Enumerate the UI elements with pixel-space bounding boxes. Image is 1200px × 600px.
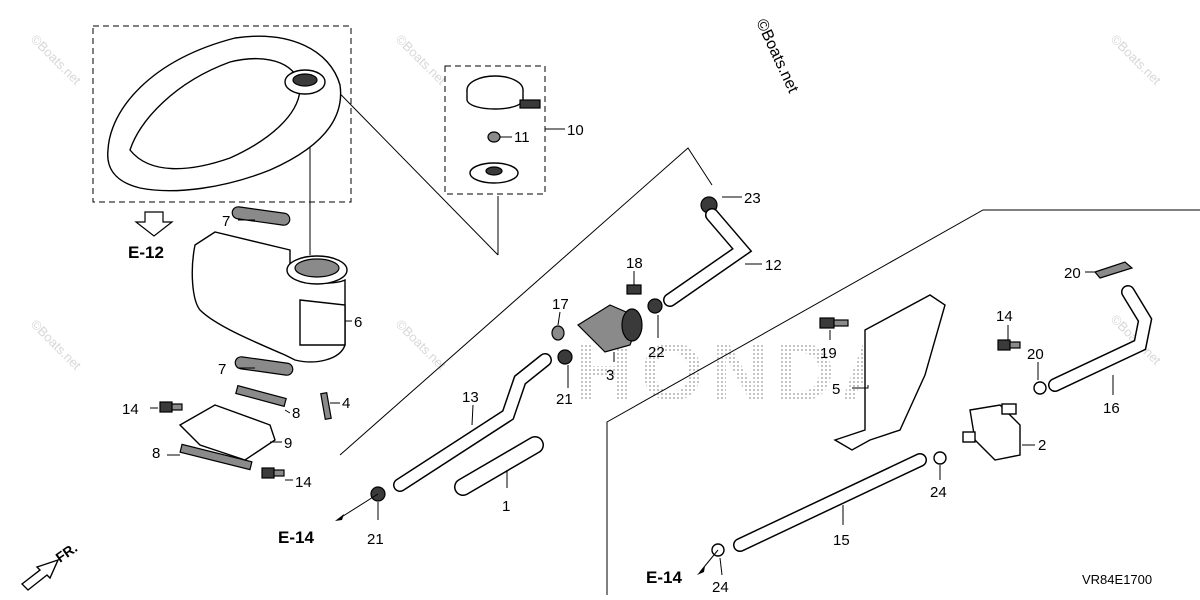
hose-clip	[647, 298, 663, 314]
fuel-cap	[466, 75, 541, 110]
callout-20: 20	[1027, 346, 1044, 363]
ref-label-e14-left: E-14	[278, 528, 314, 547]
arrow-e14-right	[697, 566, 705, 575]
callout-21: 21	[367, 531, 384, 548]
callout-23: 23	[744, 190, 761, 207]
rubber-pad	[231, 206, 291, 226]
callout-1: 1	[502, 498, 510, 515]
callout-22: 22	[648, 344, 665, 361]
callout-24: 24	[712, 579, 729, 596]
watermark-light: ©Boats.net	[28, 317, 84, 373]
leader-lines	[150, 128, 1114, 576]
callout-16: 16	[1103, 400, 1120, 417]
callout-7: 7	[218, 361, 226, 378]
watermark-light: ©Boats.net	[28, 32, 84, 88]
watermark: ©Boats.net	[752, 17, 801, 97]
hose-clip	[933, 451, 947, 465]
watermark-light: ©Boats.net	[393, 317, 449, 373]
callout-5: 5	[832, 381, 840, 398]
callout-numbers: 7 6 7 4 14 8 9 8 14 11 10 23 12 18 17 22…	[122, 122, 1120, 596]
hose-clip	[557, 349, 573, 365]
hose-clip	[1033, 381, 1047, 395]
callout-19: 19	[820, 345, 837, 362]
ref-label-e12: E-12	[128, 243, 164, 262]
fuel-valve	[577, 304, 643, 353]
dashed-box-cover	[92, 25, 352, 203]
callout-10: 10	[567, 122, 584, 139]
rubber-strip	[179, 443, 253, 471]
callout-14: 14	[295, 474, 312, 491]
top-cover	[107, 35, 342, 192]
tank-bracket	[178, 404, 276, 461]
screw	[626, 284, 642, 295]
watermark-light: ©Boats.net	[1108, 32, 1164, 88]
callout-15: 15	[833, 532, 850, 549]
callout-20: 20	[1064, 265, 1081, 282]
bolt	[997, 339, 1021, 351]
callout-2: 2	[1038, 437, 1046, 454]
screw	[819, 317, 849, 329]
bolt	[261, 467, 285, 479]
callout-12: 12	[765, 257, 782, 274]
watermark-light: ©Boats.net	[393, 32, 449, 88]
callout-8: 8	[292, 405, 300, 422]
fuel-tank	[191, 231, 348, 363]
rubber-strip	[235, 384, 287, 408]
callout-11: 11	[514, 129, 530, 146]
valve-bracket	[833, 294, 946, 451]
ref-label-e14-right: E-14	[646, 568, 682, 587]
callout-3: 3	[606, 367, 614, 384]
callout-14: 14	[122, 401, 139, 418]
callout-7: 7	[222, 213, 230, 230]
callout-8: 8	[152, 445, 160, 462]
wire-clip	[1093, 261, 1134, 279]
rubber-pad	[234, 356, 294, 376]
diagram-code: VR84E1700	[1082, 572, 1152, 587]
callout-24: 24	[930, 484, 947, 501]
cap-seal	[487, 131, 501, 143]
nut	[551, 325, 565, 341]
ref-arrow-e12: E-12	[128, 211, 174, 262]
front-direction-arrow: FR.	[20, 539, 80, 591]
callout-17: 17	[552, 296, 569, 313]
dashed-box-cap	[444, 65, 546, 195]
callout-21: 21	[556, 391, 573, 408]
arrow-e14-left	[335, 514, 344, 521]
callout-9: 9	[284, 435, 292, 452]
callout-13: 13	[462, 389, 479, 406]
callout-18: 18	[626, 255, 643, 272]
callout-14: 14	[996, 308, 1013, 325]
callout-4: 4	[342, 395, 350, 412]
callout-6: 6	[354, 314, 362, 331]
bolt	[159, 401, 183, 413]
fuel-cock	[962, 403, 1021, 461]
stud-bolt	[320, 391, 332, 421]
